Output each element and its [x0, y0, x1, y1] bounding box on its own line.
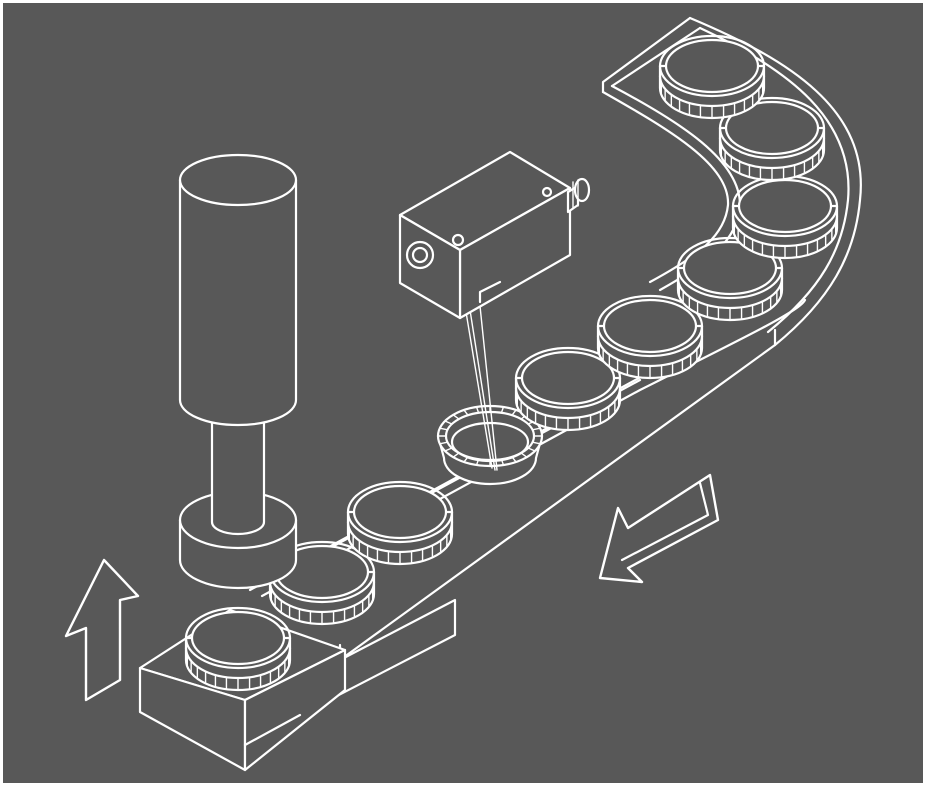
cap-crimp-line: [531, 441, 541, 445]
bottle-cap: [184, 606, 292, 692]
bottle-cap: [268, 540, 376, 626]
cap-crimp-line: [531, 427, 541, 431]
cap-crimp-line: [439, 427, 449, 431]
photoelectric-sensor: [398, 150, 591, 471]
bottle-cap: [514, 346, 622, 432]
cap-crimp-line: [439, 441, 449, 445]
bottle-cap: [658, 34, 766, 120]
bottle-cap: [676, 236, 784, 322]
flow-direction-arrow: [598, 473, 720, 584]
bottle-cap: [718, 96, 826, 182]
bottle-cap: [596, 294, 704, 380]
press-plunger: [178, 153, 298, 590]
bottle-cap: [731, 174, 839, 260]
arrow-up-outline-icon: [64, 558, 140, 702]
up-arrow: [64, 558, 140, 702]
bottle-cap: [346, 480, 454, 566]
bottle-caps: [184, 34, 839, 692]
